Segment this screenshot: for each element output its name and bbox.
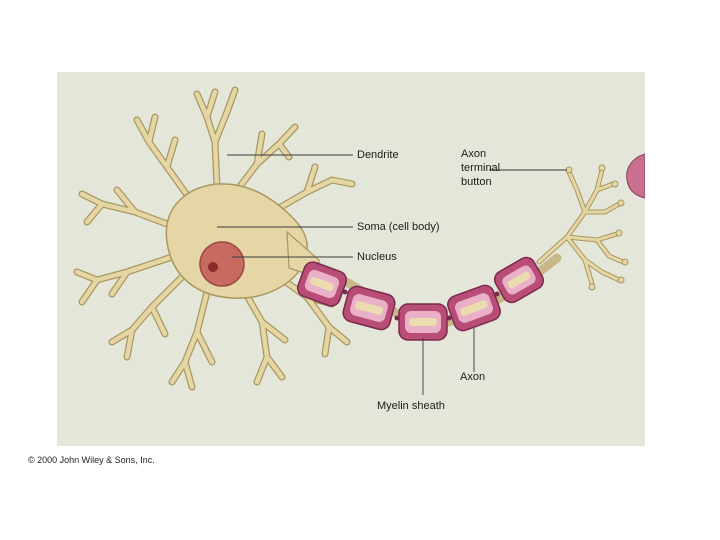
label-nucleus: Nucleus: [357, 251, 397, 263]
leader-lines: [217, 154, 567, 395]
myelin-sheath: [296, 256, 545, 341]
label-axon-terminal-button: Axon terminal button: [461, 148, 501, 188]
myelin-segment: [398, 303, 448, 341]
myelin-segment: [447, 284, 501, 332]
neuron-diagram: Dendrite Soma (cell body) Nucleus Axon t…: [57, 72, 645, 446]
label-myelin-sheath: Myelin sheath: [377, 400, 445, 412]
label-axon: Axon: [460, 371, 486, 383]
myelin-segment: [342, 285, 396, 331]
label-dendrite: Dendrite: [357, 149, 399, 161]
axon-terminals: [536, 164, 629, 291]
nucleus: [199, 241, 245, 287]
nucleolus: [208, 262, 218, 272]
label-soma: Soma (cell body): [357, 221, 440, 233]
target-cell: [626, 153, 645, 199]
neuron-illustration: [73, 86, 645, 395]
myelin-segment: [493, 256, 545, 304]
copyright-notice: © 2000 John Wiley & Sons, Inc.: [28, 455, 155, 465]
